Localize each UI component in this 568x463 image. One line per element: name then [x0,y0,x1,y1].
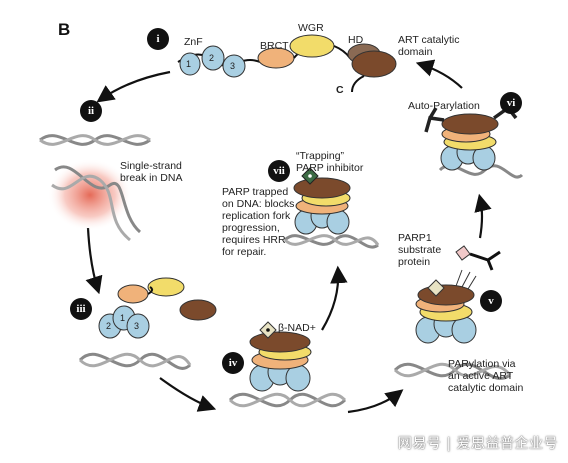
znf-domain-1 [179,52,201,76]
parp-binding-dna [78,277,217,370]
domain-map [177,34,397,93]
step-marker-vi: vi [500,92,522,114]
parp-with-nad [228,321,347,408]
step-marker-iii: iii [70,298,92,320]
label-parylation-active: PARylation via an active ART catalytic d… [448,358,524,394]
step-marker-iv: iv [222,352,244,374]
cycle-arrows [85,59,492,414]
parp-trapped [283,167,380,249]
parp-auto-parylation [424,95,524,179]
dna-with-break [39,134,151,242]
label-hd: HD [348,34,364,46]
arrow-i-to-ii [96,70,171,103]
znf-domain-2 [201,45,225,71]
znf-number-1: 1 [186,59,192,69]
step-marker-ii: ii [80,100,102,122]
arrow-iv-to-v [347,389,404,414]
substrate-protein [455,245,471,261]
znf-number-3-bound: 3 [134,321,140,331]
label-art-domain: ART catalytic domain [398,34,460,58]
znf-number-2: 2 [209,53,215,63]
label-beta-nad: β-NAD+ [278,322,316,334]
arrow-iv-to-vii [321,265,348,331]
label-c-terminus: C [336,84,344,96]
label-brct: BRCT [260,40,289,52]
label-trapping-inhibitor: “Trapping” PARP inhibitor [296,150,364,174]
znf-number-1-bound: 1 [120,313,126,323]
znf-number-2-bound: 2 [106,321,112,331]
arrow-ii-to-iii [85,227,103,295]
break-glow [48,159,132,231]
label-single-strand-break: Single-strand break in DNA [120,160,183,184]
label-trapped-description: PARP trapped on DNA: blocks replication … [222,186,295,258]
label-znf: ZnF [184,36,203,48]
arrow-iii-to-iv [159,377,217,412]
wgr-domain [289,34,335,58]
watermark: 网易号 | 爱思益普企业号 [397,436,558,452]
znf-domain-3 [222,54,246,78]
step-marker-v: v [480,290,502,312]
step-marker-vii: vii [268,160,290,182]
art-domain [351,50,397,78]
label-parp1-substrate: PARP1 substrate protein [398,232,442,268]
parp-parylation [393,245,512,380]
label-auto-parylation: Auto-Parylation [408,100,480,112]
znf-number-3: 3 [230,61,236,71]
arrow-v-to-vi [474,193,492,239]
step-marker-i: i [147,28,169,50]
label-wgr: WGR [298,22,324,34]
arrow-vi-to-i [415,59,463,89]
panel-letter: B [58,20,71,39]
